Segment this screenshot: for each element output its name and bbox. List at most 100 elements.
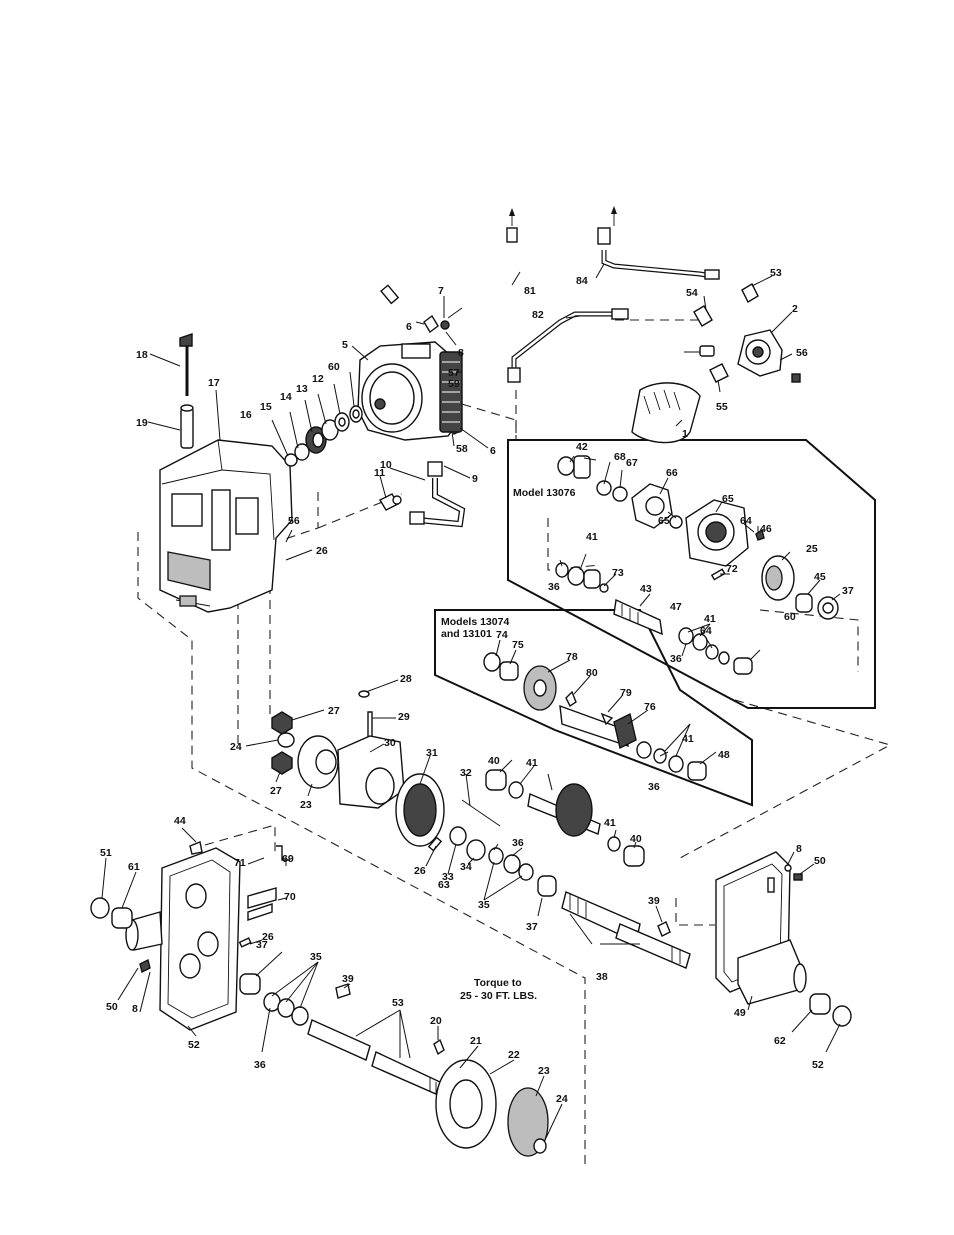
part-label: 65 (658, 515, 670, 527)
part-label: 27 (328, 705, 340, 717)
part-label: 6 (406, 321, 412, 333)
part-label: 13 (296, 383, 308, 395)
part-label: 30 (384, 737, 396, 749)
part-label: 26 (414, 865, 426, 877)
note-models-13074-line1: Models 13074 (441, 616, 509, 628)
part-label: 33 (442, 871, 454, 883)
part-label: 7 (438, 285, 444, 297)
part-label: 59 (448, 378, 460, 390)
part-label: 60 (328, 361, 340, 373)
countershaft-gear (485, 769, 645, 867)
part-label: 23 (538, 1065, 550, 1077)
part-label: 28 (400, 673, 412, 685)
part-label: 68 (614, 451, 626, 463)
part-label: 15 (260, 401, 272, 413)
part-label: 61 (128, 861, 140, 873)
part-label: 2 (792, 303, 798, 315)
part-label: 11 (374, 467, 385, 479)
dipstick-and-tube (179, 333, 194, 449)
part-label: 35 (478, 899, 490, 911)
part-label: 64 (700, 625, 712, 637)
part-label: 73 (612, 567, 624, 579)
part-label: 23 (300, 799, 312, 811)
part-label: 54 (686, 287, 698, 299)
right-cover-51 (715, 851, 852, 1027)
left-cover-54 (90, 841, 290, 1031)
part-label: 63 (438, 879, 450, 891)
hydraulic-tube-9 (409, 461, 466, 528)
part-label: 37 (526, 921, 538, 933)
part-label: 40 (630, 833, 642, 845)
part-label: 39 (342, 973, 354, 985)
part-label: 24 (230, 741, 242, 753)
part-label: 55 (716, 401, 728, 413)
part-label: 70 (284, 891, 296, 903)
part-label: 12 (312, 373, 324, 385)
part-label: 79 (620, 687, 632, 699)
part-label: 17 (208, 377, 220, 389)
part-label: 67 (626, 457, 638, 469)
part-label: 74 (496, 629, 508, 641)
model-13076-box (507, 439, 876, 709)
axle-shafts-38 (561, 891, 691, 969)
part-label: 45 (814, 571, 826, 583)
part-label: 6 (490, 445, 496, 457)
part-label: 19 (136, 417, 148, 429)
part-label: 35 (310, 951, 322, 963)
transmission-case (159, 439, 293, 613)
part-label: 36 (512, 837, 524, 849)
part-label: 66 (666, 467, 678, 479)
hydraulic-tube-199 (507, 308, 629, 383)
part-label: 36 (670, 653, 682, 665)
part-label: 41 (526, 757, 538, 769)
hydraulic-pump (357, 341, 463, 441)
model-13076-parts (555, 455, 839, 675)
part-label: 69 (282, 853, 294, 865)
part-label: 1 (682, 428, 688, 440)
part-label: 39 (648, 895, 660, 907)
part-label: 36 (548, 581, 560, 593)
part-label: 42 (576, 441, 588, 453)
part-label: 9 (472, 473, 478, 485)
part-label: 72 (726, 563, 738, 575)
part-label: 47 (670, 601, 682, 613)
differential-group (271, 690, 557, 897)
part-label: 49 (734, 1007, 746, 1019)
part-label: 22 (508, 1049, 520, 1061)
note-torque-line1: Torque to (474, 977, 522, 989)
part-label: 32 (460, 767, 472, 779)
part-label: 62 (774, 1035, 786, 1047)
part-label: 27 (270, 785, 282, 797)
note-models-13074-line2: and 13101 (441, 628, 492, 640)
part-label: 41 (586, 531, 598, 543)
part-label: 20 (430, 1015, 442, 1027)
leader-lines (101, 263, 841, 1139)
part-label: 43 (640, 583, 652, 595)
part-label: 26 (316, 545, 328, 557)
part-label: 8 (132, 1003, 138, 1015)
part-label: 36 (254, 1059, 266, 1071)
part-label: 38 (596, 971, 608, 983)
note-torque-line2: 25 - 30 FT. LBS. (460, 990, 537, 1002)
part-label: 82 (532, 309, 544, 321)
part-label: 57 (448, 367, 460, 379)
part-label: 26 (262, 931, 274, 943)
part-label: 80 (586, 667, 598, 679)
part-label: 37 (842, 585, 854, 597)
part-label: 51 (100, 847, 112, 859)
part-label: 53 (392, 997, 404, 1009)
part-label: 81 (524, 285, 536, 297)
part-label: 18 (136, 349, 148, 361)
part-label: 76 (644, 701, 656, 713)
part-labels: 1 2 5 6 6 7 8 8 8 9 10 11 12 13 14 15 16… (100, 267, 854, 1105)
part-label: 24 (556, 1093, 568, 1105)
part-label: 40 (488, 755, 500, 767)
part-label: 29 (398, 711, 410, 723)
part-label: 64 (740, 515, 752, 527)
part-label: 52 (188, 1039, 200, 1051)
text-notes: Model 13076 Models 13074 and 13101 Torqu… (441, 487, 576, 1002)
part-label: 41 (682, 733, 694, 745)
fittings-6-7-8 (379, 307, 463, 511)
note-model-13076: Model 13076 (513, 487, 576, 499)
